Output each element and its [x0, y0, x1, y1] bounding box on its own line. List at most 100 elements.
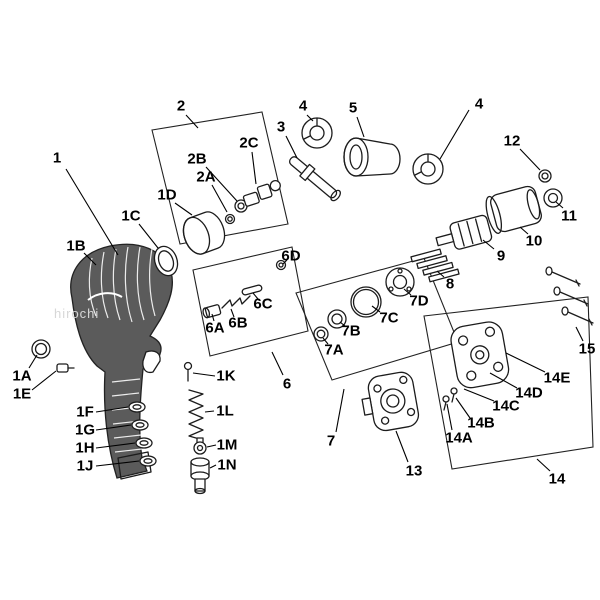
leader-line-1g	[95, 424, 132, 431]
part-label-8: 8	[445, 275, 455, 293]
part-label-1n: 1N	[217, 456, 237, 474]
part-inlet-bushing-1n	[190, 457, 210, 495]
part-label-14: 14	[548, 470, 566, 488]
part-back-cap-14e	[450, 321, 510, 389]
part-hammer-4-front	[301, 117, 333, 149]
part-label-12: 12	[503, 132, 521, 150]
part-front-flange-13	[361, 371, 420, 432]
leader-line-2c	[251, 151, 257, 185]
part-o-ring-1a	[31, 339, 51, 359]
part-label-14b: 14B	[467, 414, 495, 432]
leader-line-7	[335, 388, 345, 433]
part-label-1m: 1M	[216, 436, 238, 454]
leader-line-1a	[28, 354, 38, 369]
part-label-1b: 1B	[66, 237, 86, 255]
part-label-11: 11	[561, 207, 577, 225]
leader-line-14c	[463, 388, 495, 402]
leader-line-7b	[339, 321, 346, 327]
leader-line-1n	[209, 464, 217, 469]
part-label-7b: 7B	[341, 322, 361, 340]
part-label-7c: 7C	[379, 309, 399, 327]
part-end-plate-7d	[385, 267, 415, 297]
part-washer-1j	[139, 455, 157, 467]
part-label-1h: 1H	[75, 439, 95, 457]
part-label-3: 3	[276, 118, 286, 136]
part-rotor-9	[435, 214, 493, 250]
trigger	[142, 350, 161, 374]
leader-line-9	[482, 239, 495, 250]
part-o-ring-1c	[153, 245, 179, 277]
part-throttle-valve-2c	[242, 180, 281, 207]
brand-script-mark	[87, 292, 123, 301]
part-label-7: 7	[326, 432, 336, 450]
part-hammer-4-rear	[412, 153, 444, 185]
part-box-reverse-valve-6	[192, 246, 309, 357]
part-label-2: 2	[176, 97, 186, 115]
part-anvil-3	[288, 156, 341, 202]
leader-line-7c	[371, 305, 381, 313]
leader-line-1f	[95, 406, 129, 413]
part-label-1d: 1D	[157, 186, 177, 204]
part-label-6: 6	[282, 375, 292, 393]
watermark: hirochi	[54, 306, 100, 321]
part-fitting-6a	[202, 304, 222, 319]
part-label-1l: 1L	[216, 402, 234, 420]
part-label-4: 4	[474, 95, 484, 113]
part-o-ring-2a	[224, 213, 236, 225]
leader-line-14a	[446, 403, 453, 431]
leader-line-2	[185, 114, 199, 129]
leader-line-6	[271, 351, 284, 376]
part-spring-6b	[221, 295, 251, 309]
leader-line-2a	[211, 184, 228, 213]
leader-line-4	[439, 109, 470, 160]
part-label-7d: 7D	[409, 292, 429, 310]
leader-line-1c	[138, 223, 159, 249]
part-washer-1h	[135, 437, 153, 449]
leader-line-1b	[83, 252, 97, 266]
part-hammer-cage-5	[343, 137, 401, 177]
leader-line-3	[285, 135, 298, 159]
part-sleeve-1d	[182, 211, 226, 255]
part-label-7a: 7A	[324, 341, 344, 359]
part-label-6d: 6D	[281, 247, 301, 265]
part-label-1g: 1G	[74, 421, 96, 439]
part-label-6b: 6B	[228, 314, 248, 332]
part-label-14e: 14E	[543, 369, 571, 387]
leader-line-1k	[192, 372, 216, 377]
leader-line-6b	[230, 308, 235, 318]
leader-line-14e	[505, 352, 546, 373]
leader-line-14	[536, 458, 551, 472]
part-label-2a: 2A	[196, 168, 216, 186]
leader-line-6a	[211, 313, 215, 322]
leader-line-15	[575, 326, 584, 342]
leader-line-1e	[31, 370, 57, 391]
part-box-valve-assembly-2	[151, 111, 289, 245]
leader-line-6c	[252, 292, 259, 300]
leader-line-11	[555, 201, 564, 209]
part-label-15: 15	[578, 340, 596, 358]
leader-line-7a	[322, 337, 329, 345]
leader-line-6d	[282, 259, 288, 265]
part-label-14c: 14C	[492, 397, 520, 415]
part-label-14a: 14A	[445, 429, 473, 447]
part-label-9: 9	[496, 247, 506, 265]
part-bearing-11	[543, 188, 563, 208]
leader-line-10	[519, 226, 529, 235]
part-o-ring-7a	[313, 326, 329, 342]
part-label-6c: 6C	[253, 295, 273, 313]
leader-line-5	[356, 116, 365, 138]
leader-line-1l	[204, 410, 215, 413]
part-screws-14a-14b	[442, 387, 458, 411]
part-bolts-15	[545, 266, 594, 326]
part-valve-1m	[193, 437, 207, 455]
air-inlet-boss	[117, 451, 152, 480]
part-label-14d: 14D	[515, 384, 543, 402]
leader-line-14d	[489, 372, 518, 389]
part-screw-1k	[183, 361, 193, 382]
leader-line-1j	[95, 460, 140, 467]
part-label-13: 13	[405, 462, 423, 480]
part-label-1a: 1A	[12, 367, 32, 385]
part-pin-6c	[241, 284, 263, 296]
